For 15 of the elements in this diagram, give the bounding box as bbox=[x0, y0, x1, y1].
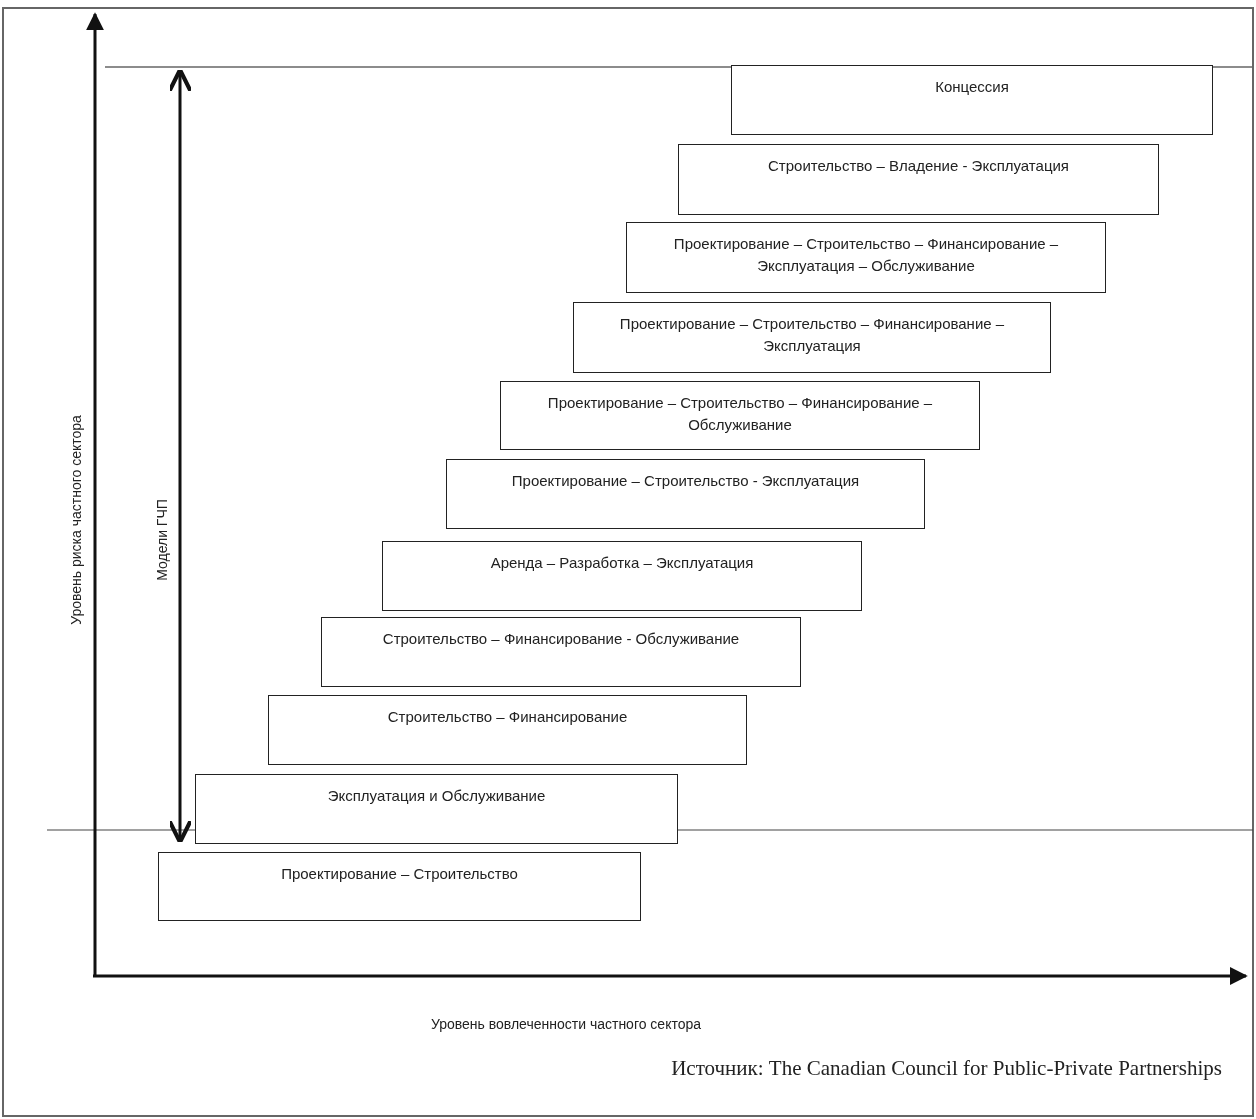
source-caption: Источник: The Canadian Council for Public-Private Partnerships bbox=[671, 1056, 1222, 1081]
model-box: Проектирование – Строительство bbox=[158, 852, 641, 921]
dimension-label: Модели ГЧП bbox=[154, 499, 170, 581]
model-box: Проектирование – Строительство – Финансирование – Эксплуатация bbox=[573, 302, 1051, 373]
model-box: Аренда – Разработка – Эксплуатация bbox=[382, 541, 862, 611]
model-box: Проектирование – Строительство – Финансирование – Обслуживание bbox=[500, 381, 980, 450]
model-box: Строительство – Финансирование bbox=[268, 695, 747, 765]
model-box: Строительство – Владение - Эксплуатация bbox=[678, 144, 1159, 215]
model-box: Строительство – Финансирование - Обслуживание bbox=[321, 617, 801, 687]
model-box: Концессия bbox=[731, 65, 1213, 135]
model-box: Эксплуатация и Обслуживание bbox=[195, 774, 678, 844]
axis-label: Уровень вовлеченности частного сектора bbox=[430, 1016, 702, 1032]
model-box: Проектирование – Строительство – Финансирование – Эксплуатация – Обслуживание bbox=[626, 222, 1106, 293]
axis-label: Уровень риска частного сектора bbox=[68, 415, 84, 625]
model-box: Проектирование – Строительство - Эксплуатация bbox=[446, 459, 925, 529]
